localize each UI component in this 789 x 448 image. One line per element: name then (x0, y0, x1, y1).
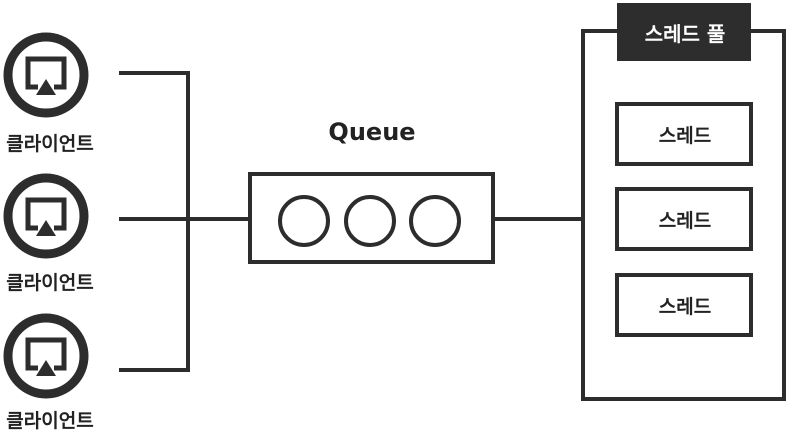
thread-pool-header (617, 3, 751, 61)
airplay-icon (3, 32, 89, 118)
queue-item (344, 195, 396, 247)
thread-1-label: 스레드 (658, 125, 712, 147)
thread-box-1 (615, 102, 753, 166)
queue-label: Queue (328, 118, 416, 146)
thread-3-label: 스레드 (658, 296, 712, 318)
airplay-icon (3, 173, 89, 259)
client-3 (3, 313, 89, 399)
queue-item (409, 195, 461, 247)
queue (248, 172, 495, 264)
thread-box-2 (615, 187, 753, 251)
client-2-label: 클라이언트 (6, 272, 94, 294)
client-1-label: 클라이언트 (6, 133, 94, 155)
thread-pool-title: 스레드 풀 (644, 22, 726, 46)
queue-item (278, 195, 330, 247)
queue-box (248, 172, 495, 264)
client-1 (3, 32, 89, 118)
airplay-icon (3, 313, 89, 399)
client-2 (3, 173, 89, 259)
client-connectors (119, 71, 250, 372)
client-3-label: 클라이언트 (6, 410, 94, 432)
thread-2-label: 스레드 (658, 210, 712, 232)
thread-box-3 (615, 273, 753, 337)
thread-pool (581, 3, 786, 401)
